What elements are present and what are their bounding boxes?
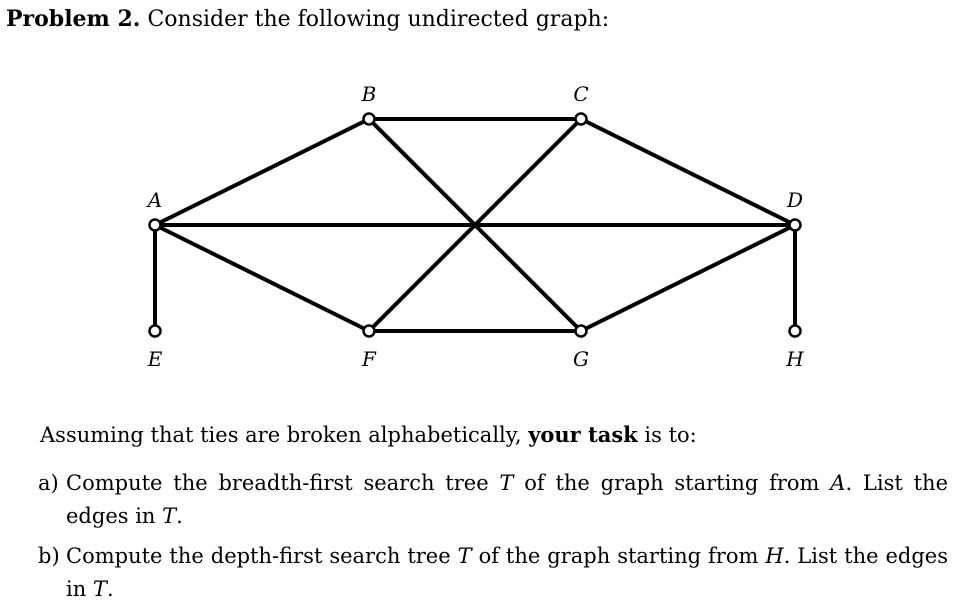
item-text: . List the edges in: [66, 544, 948, 601]
node-label-E: E: [147, 347, 163, 371]
item-var: T: [457, 544, 472, 568]
task-intro-bold: your task: [528, 422, 638, 447]
node-label-A: A: [146, 188, 162, 212]
node-A: [148, 218, 162, 232]
problem-label: Problem 2.: [6, 6, 141, 32]
task-intro: Assuming that ties are broken alphabetic…: [40, 422, 697, 447]
item-letter: b): [38, 544, 60, 568]
item-letter: a): [38, 471, 59, 495]
item-body: Compute the depth-first search tree T of…: [66, 540, 948, 606]
node-label-H: H: [785, 347, 804, 371]
problem-intro: Consider the following undirected graph:: [140, 7, 610, 32]
graph-node-labels: A B C D E F G H: [146, 82, 805, 371]
graph-figure: A B C D E F G H: [146, 82, 805, 371]
task-intro-end: is to:: [637, 423, 697, 447]
node-label-D: D: [786, 188, 803, 212]
node-label-F: F: [361, 347, 377, 371]
item-text: of the graph starting from: [513, 471, 831, 495]
item-body: Compute the breadth-first search tree T …: [66, 467, 948, 533]
task-item-b: b) Compute the depth-first search tree T…: [38, 540, 948, 606]
edge-D-G: [579, 223, 797, 333]
item-text: of the graph starting from: [471, 544, 766, 568]
edge-C-D: [579, 117, 797, 227]
item-text: . List the edges in: [66, 471, 948, 528]
node-label-G: G: [573, 347, 589, 371]
node-G: [574, 324, 588, 338]
item-var: A: [830, 471, 846, 495]
node-D: [788, 218, 802, 232]
graph-nodes: [148, 112, 802, 338]
item-var: T: [92, 577, 107, 601]
problem-heading: Problem 2. Consider the following undire…: [6, 6, 609, 32]
node-H: [788, 324, 802, 338]
item-text: Compute the breadth-first search tree: [66, 471, 500, 495]
node-label-C: C: [573, 82, 588, 106]
task-intro-text: Assuming that ties are broken alphabetic…: [40, 423, 529, 447]
graph-edges: [153, 117, 797, 333]
node-label-B: B: [361, 82, 377, 106]
node-E: [148, 324, 162, 338]
node-F: [362, 324, 376, 338]
item-text: .: [106, 577, 114, 601]
item-var: H: [765, 544, 784, 568]
edge-A-F: [153, 223, 371, 333]
item-var: T: [499, 471, 514, 495]
item-var: T: [162, 504, 177, 528]
task-item-a: a) Compute the breadth-first search tree…: [38, 467, 948, 533]
edge-A-B: [153, 117, 371, 227]
edge-C-F: [367, 117, 583, 333]
item-text: Compute the depth-first search tree: [66, 544, 458, 568]
node-C: [574, 112, 588, 126]
item-text: .: [176, 504, 183, 528]
node-B: [362, 112, 376, 126]
